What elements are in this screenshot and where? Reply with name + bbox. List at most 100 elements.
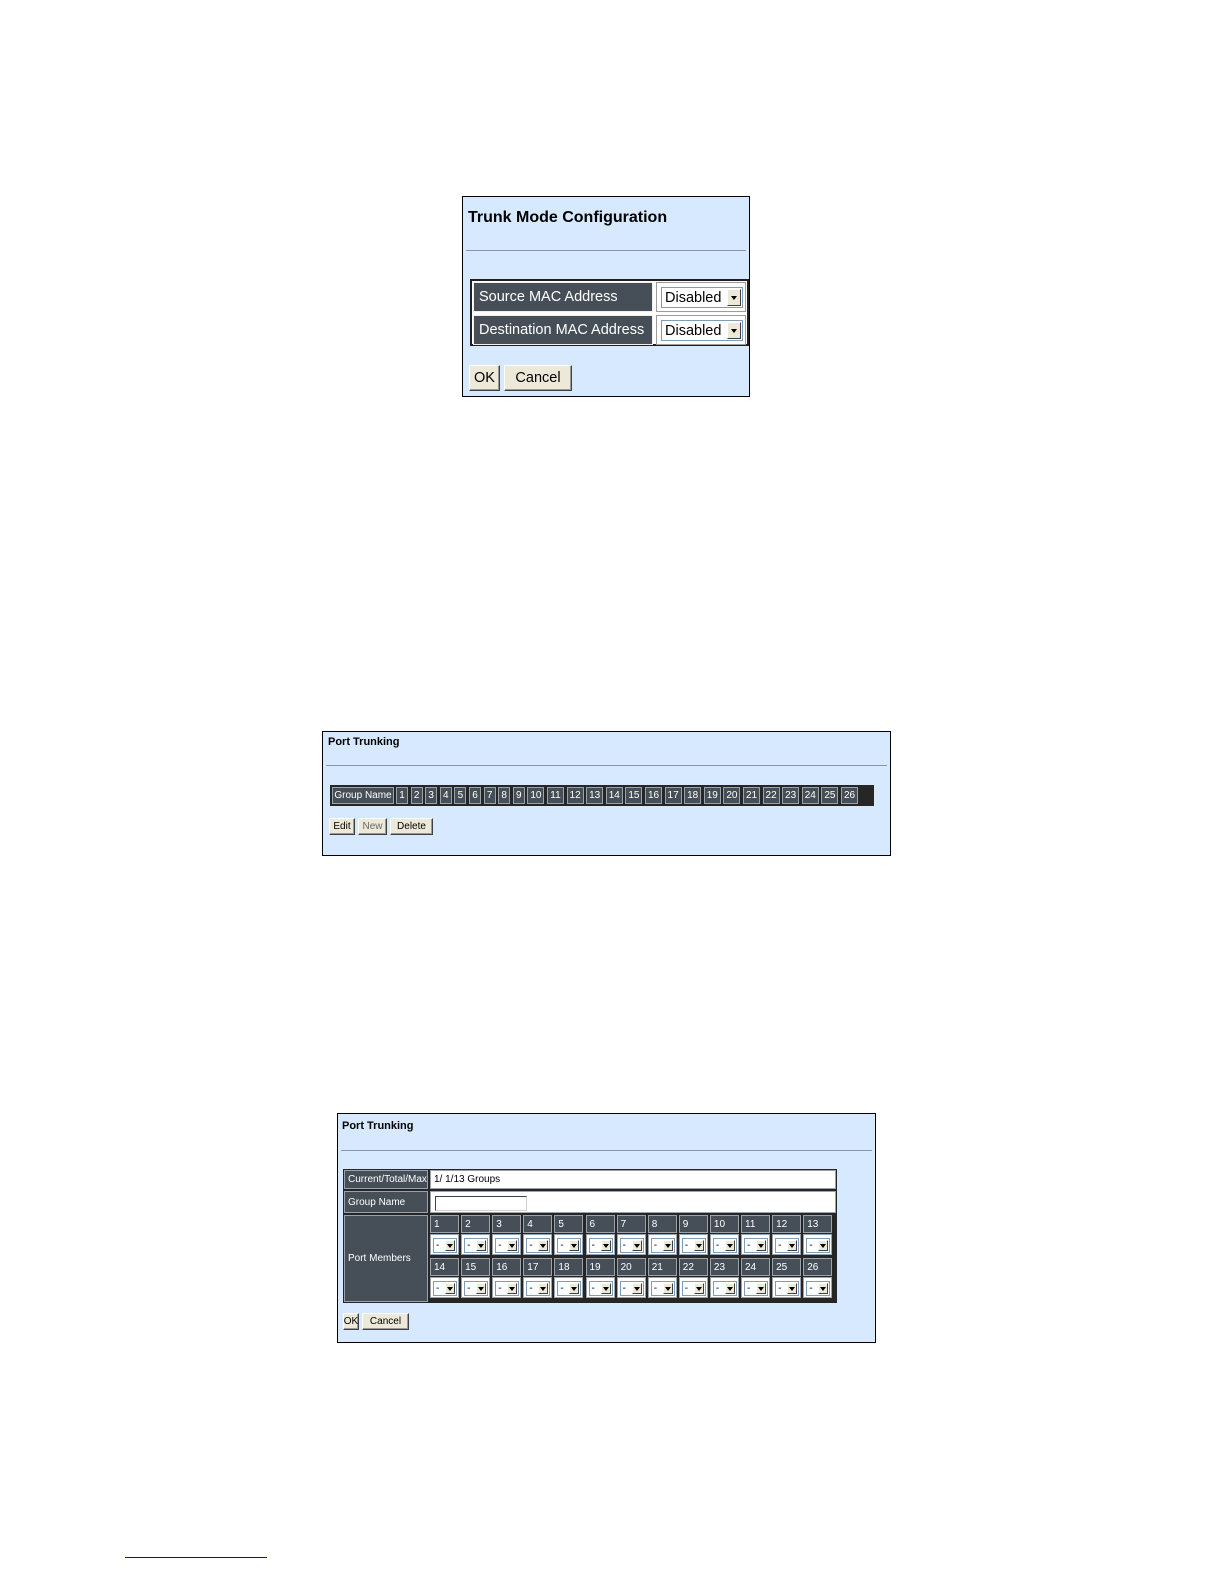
port-number-26: 26 [803,1258,833,1276]
port-member-select-15[interactable]: - [464,1281,489,1296]
port-member-select-13[interactable]: - [806,1238,831,1253]
port-number-24: 24 [741,1258,770,1276]
chevron-down-icon[interactable] [569,1283,580,1294]
port-member-cell-9: - [678,1234,708,1255]
ok-button[interactable]: OK [343,1313,359,1330]
port-header-14: 14 [605,787,623,804]
port-member-select-24[interactable]: - [744,1281,768,1296]
chevron-down-icon[interactable] [693,1240,704,1251]
port-member-select-1[interactable]: - [433,1238,457,1253]
chevron-down-icon[interactable] [724,1240,735,1251]
chevron-down-icon[interactable] [818,1283,829,1294]
port-member-cell-6: - [585,1234,615,1255]
port-member-select-3[interactable]: - [495,1238,520,1253]
port-member-select-4[interactable]: - [526,1238,551,1253]
port-member-select-12[interactable]: - [775,1238,800,1253]
chevron-down-icon[interactable] [538,1283,549,1294]
port-member-select-18[interactable]: - [557,1281,582,1296]
chevron-down-icon[interactable] [724,1283,735,1294]
port-header-7: 7 [483,787,496,804]
port-trunking-edit-table: Current/Total/Max 1/ 1/13 Groups Group N… [343,1169,837,1303]
destination-mac-select[interactable]: Disabled [661,320,743,341]
port-member-cell-3: - [492,1234,522,1255]
ok-button[interactable]: OK [469,365,500,391]
port-header-20: 20 [723,787,741,804]
port-header-26: 26 [841,787,858,804]
chevron-down-icon[interactable] [693,1283,704,1294]
port-member-cell-8: - [647,1234,677,1255]
cancel-button[interactable]: Cancel [362,1313,409,1330]
port-member-select-6[interactable]: - [588,1238,613,1253]
chevron-down-icon[interactable] [600,1240,611,1251]
port-member-select-10[interactable]: - [712,1238,737,1253]
chevron-down-icon[interactable] [445,1240,455,1251]
port-header-21: 21 [743,787,760,804]
port-trunking-edit-panel: Port Trunking Current/Total/Max 1/ 1/13 … [337,1113,876,1343]
port-member-cell-7: - [616,1234,646,1255]
port-member-select-20[interactable]: - [619,1281,644,1296]
chevron-down-icon[interactable] [476,1283,487,1294]
source-mac-cell: Disabled [656,282,746,312]
port-member-select-17[interactable]: - [526,1281,551,1296]
new-button[interactable]: New [358,818,387,835]
port-member-select-5[interactable]: - [557,1238,582,1253]
port-member-select-22[interactable]: - [681,1281,706,1296]
cancel-button[interactable]: Cancel [504,365,572,391]
port-member-select-7[interactable]: - [619,1238,644,1253]
port-member-value: - [498,1283,502,1294]
group-name-input[interactable] [435,1196,527,1211]
destination-mac-cell: Disabled [656,315,746,345]
chevron-down-icon[interactable] [662,1283,673,1294]
port-header-12: 12 [566,787,584,804]
port-member-cell-17: - [523,1277,553,1298]
chevron-down-icon[interactable] [787,1240,798,1251]
chevron-down-icon[interactable] [507,1240,518,1251]
port-member-select-8[interactable]: - [650,1238,675,1253]
footer-link-underline[interactable] [125,1557,267,1558]
chevron-down-icon[interactable] [818,1240,829,1251]
source-mac-select[interactable]: Disabled [661,287,743,308]
port-member-select-21[interactable]: - [650,1281,675,1296]
chevron-down-icon[interactable] [538,1240,549,1251]
port-header-19: 19 [703,787,721,804]
port-member-cell-20: - [616,1277,646,1298]
chevron-down-icon[interactable] [507,1283,518,1294]
trunk-mode-table: Source MAC Address Disabled Destination … [470,279,749,346]
chevron-down-icon[interactable] [631,1240,642,1251]
chevron-down-icon[interactable] [727,289,741,306]
delete-button[interactable]: Delete [390,818,433,835]
port-members-label: Port Members [344,1215,428,1302]
chevron-down-icon[interactable] [662,1240,673,1251]
port-member-cell-14: - [430,1277,459,1298]
port-member-select-23[interactable]: - [712,1281,737,1296]
chevron-down-icon[interactable] [756,1283,766,1294]
chevron-down-icon[interactable] [756,1240,766,1251]
port-member-cell-13: - [803,1234,833,1255]
port-member-select-2[interactable]: - [464,1238,489,1253]
port-header-25: 25 [821,787,839,804]
chevron-down-icon[interactable] [727,322,741,339]
port-member-value: - [591,1240,595,1251]
chevron-down-icon[interactable] [631,1283,642,1294]
chevron-down-icon[interactable] [476,1240,487,1251]
port-member-select-9[interactable]: - [681,1238,706,1253]
chevron-down-icon[interactable] [569,1240,580,1251]
port-member-select-26[interactable]: - [806,1281,831,1296]
port-member-select-14[interactable]: - [433,1281,457,1296]
port-number-8: 8 [647,1215,677,1233]
chevron-down-icon[interactable] [445,1283,455,1294]
chevron-down-icon[interactable] [600,1283,611,1294]
chevron-down-icon[interactable] [787,1283,798,1294]
destination-mac-label: Destination MAC Address [473,315,653,345]
edit-button[interactable]: Edit [329,818,355,835]
current-total-max-label: Current/Total/Max [344,1170,428,1189]
port-member-select-19[interactable]: - [588,1281,613,1296]
port-header-15: 15 [625,787,643,804]
port-member-select-25[interactable]: - [775,1281,800,1296]
port-header-9: 9 [512,787,525,804]
port-member-select-16[interactable]: - [495,1281,520,1296]
port-member-cell-11: - [741,1234,770,1255]
port-member-select-11[interactable]: - [744,1238,768,1253]
port-header-3: 3 [425,787,438,804]
port-member-cell-16: - [492,1277,522,1298]
